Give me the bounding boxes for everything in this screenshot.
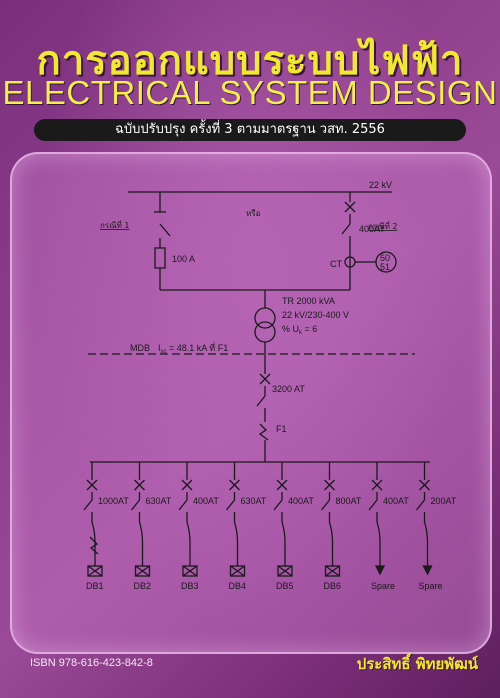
main-breaker-blade bbox=[256, 395, 266, 407]
diagram-panel bbox=[10, 152, 492, 654]
distribution-board-box bbox=[324, 565, 341, 577]
fuse-rating-label: 100 A bbox=[172, 254, 195, 264]
transformer-impedance-label: % Uk = 6 bbox=[282, 324, 317, 336]
feeder-branch bbox=[273, 462, 293, 577]
relay-symbol bbox=[375, 251, 397, 273]
feeder-load-label: DB2 bbox=[134, 581, 152, 591]
or-label: หรือ bbox=[246, 209, 261, 218]
fault-point-label: F1 bbox=[276, 424, 287, 434]
edition-banner: ฉบับปรับปรุง ครั้งที่ 3 ตามมาตรฐาน วสท. … bbox=[34, 119, 466, 141]
feeder-branch bbox=[368, 462, 386, 576]
feeder-breaker-blade bbox=[83, 499, 93, 511]
author-name: ประสิทธิ์ พิทยพัฒน์ bbox=[356, 655, 478, 673]
feeder-rating-label: 800AT bbox=[336, 496, 362, 506]
relay-bottom-label: 51 bbox=[380, 262, 390, 272]
distribution-board-box bbox=[182, 565, 198, 577]
distribution-board-box bbox=[134, 565, 151, 577]
feeder-rating-label: 1000AT bbox=[98, 496, 129, 506]
relay-top-label: 50 bbox=[380, 253, 390, 263]
distribution-board-box bbox=[87, 565, 103, 577]
transformer-voltage-label: 22 kV/230-400 V bbox=[282, 310, 349, 320]
feeder-rating-label: 400AT bbox=[193, 496, 219, 506]
isbn: ISBN 978-616-423-842-8 bbox=[30, 657, 153, 669]
feeder-load-label: DB4 bbox=[229, 581, 247, 591]
feeder-branch bbox=[130, 462, 151, 577]
feeder-load-label: DB1 bbox=[86, 581, 104, 591]
hv-bus-voltage-label: 22 kV bbox=[369, 180, 392, 190]
feeder-breaker-blade bbox=[320, 499, 331, 511]
feeder-load-label: DB6 bbox=[324, 581, 342, 591]
feeder-breaker-blade bbox=[415, 499, 426, 511]
case2-label: กรณีที่ 2 bbox=[368, 220, 397, 231]
feeder-rating-label: 630AT bbox=[241, 496, 267, 506]
main-breaker-label: 3200 AT bbox=[272, 384, 305, 394]
transformer-rating-label: TR 2000 kVA bbox=[282, 296, 335, 306]
spare-arrow bbox=[374, 565, 386, 576]
transformer-secondary bbox=[254, 321, 276, 343]
hv-breaker-blade bbox=[341, 223, 351, 235]
ct-label: CT bbox=[330, 259, 342, 269]
switch-blade bbox=[159, 223, 171, 237]
feeder-rating-label: 400AT bbox=[383, 496, 409, 506]
feeder-rating-label: 200AT bbox=[431, 496, 457, 506]
feeder-load-label: Spare bbox=[371, 581, 395, 591]
feeder-load-label: DB5 bbox=[276, 581, 294, 591]
mdb-label: MDB bbox=[130, 343, 150, 353]
feeder-breaker-blade bbox=[368, 499, 378, 511]
spare-arrow bbox=[422, 565, 433, 576]
fault-current-label: Isc = 48.1 kA ที่ F1 bbox=[158, 341, 228, 355]
single-line-diagram: 1000AT DB1 630AT DB2 400AT DB3 630AT DB4 400AT DB… bbox=[83, 180, 457, 591]
feeder-branch bbox=[83, 462, 103, 577]
feeder-breaker-blade bbox=[225, 499, 236, 511]
feeder-load-label: Spare bbox=[419, 581, 443, 591]
title-thai: การออกแบบระบบไฟฟ้า bbox=[36, 38, 464, 84]
distribution-board-box bbox=[229, 565, 246, 577]
feeder-breaker-blade bbox=[178, 499, 188, 511]
distribution-board-box bbox=[277, 565, 293, 577]
feeder-fault-arrow bbox=[89, 536, 99, 555]
feeder-load-label: DB3 bbox=[181, 581, 199, 591]
title-english: ELECTRICAL SYSTEM DESIGN bbox=[2, 74, 498, 111]
case1-label: กรณีที่ 1 bbox=[100, 219, 129, 230]
fault-arrow bbox=[258, 423, 269, 441]
feeder-branch bbox=[320, 462, 341, 577]
hv-breaker-label: 400AT bbox=[359, 224, 385, 234]
feeder-breaker-blade bbox=[130, 499, 141, 511]
feeder-branch bbox=[178, 462, 198, 577]
fuse-symbol bbox=[154, 247, 166, 269]
feeder-branch bbox=[415, 462, 433, 576]
feeder-breaker-blade bbox=[273, 499, 283, 511]
feeder-branch bbox=[225, 462, 246, 577]
feeder-rating-label: 400AT bbox=[288, 496, 314, 506]
feeder-rating-label: 630AT bbox=[146, 496, 172, 506]
transformer-primary bbox=[254, 307, 276, 329]
